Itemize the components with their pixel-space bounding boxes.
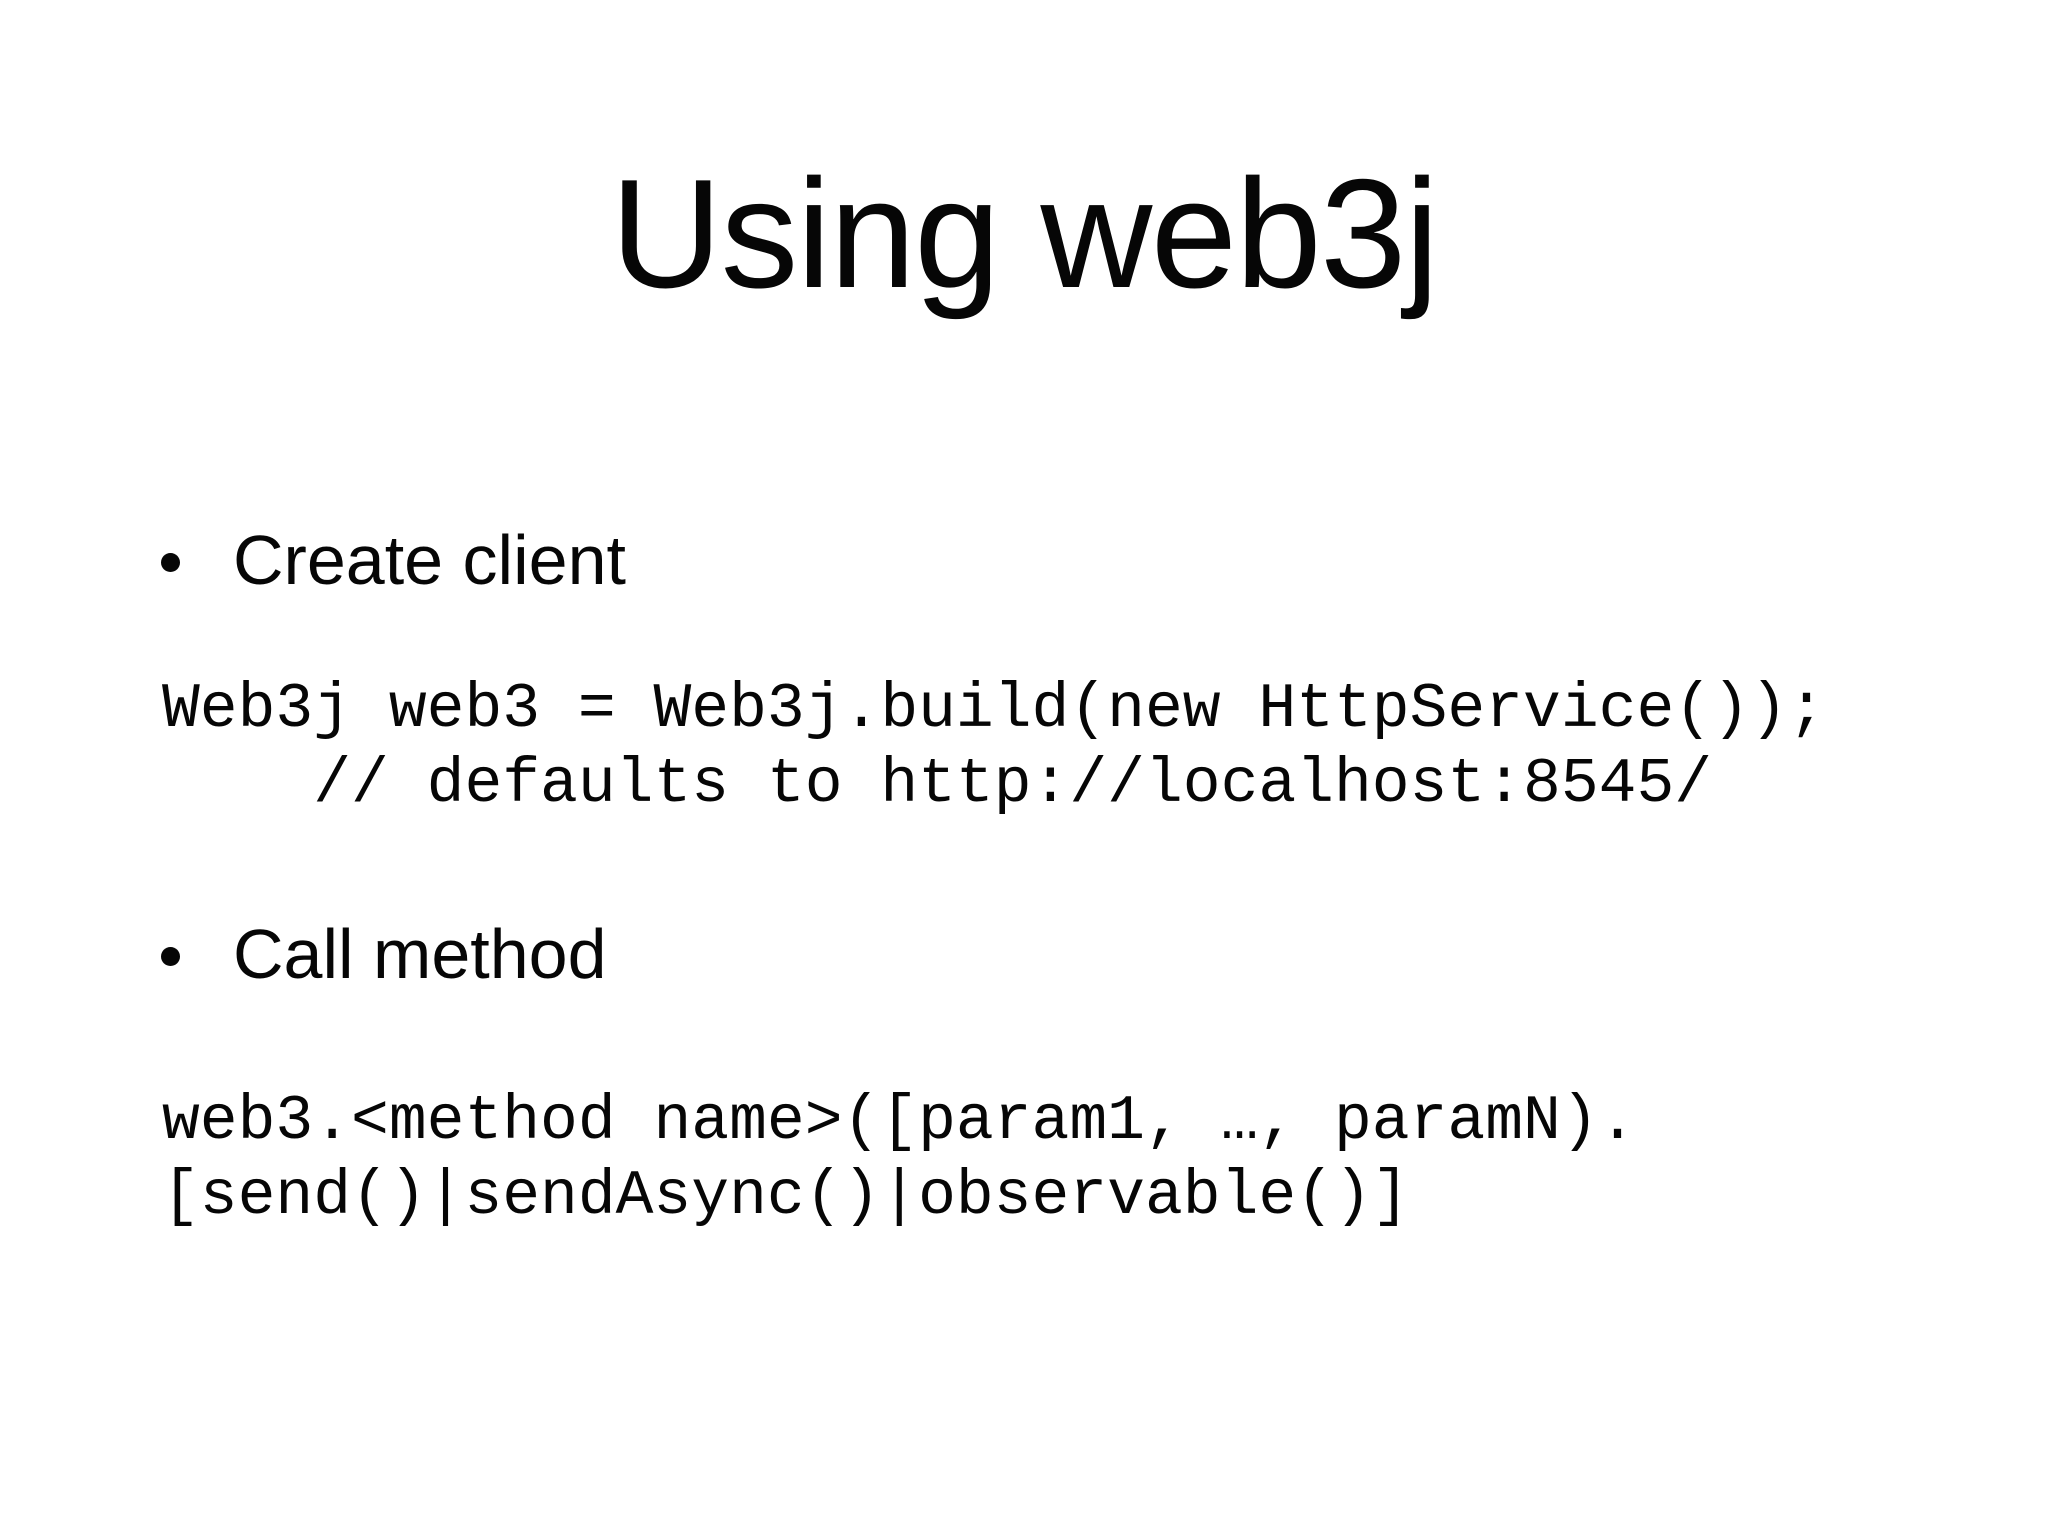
- bullet-item-create-client: Create client: [0, 522, 2048, 612]
- bullet-label: Call method: [233, 915, 607, 993]
- bullet-icon: [161, 553, 180, 572]
- code-line: Web3j web3 = Web3j.build(new HttpService…: [162, 674, 1826, 745]
- bullet-label: Create client: [233, 521, 626, 599]
- bullet-item-call-method: Call method: [0, 916, 2048, 1006]
- code-line: // defaults to http://localhost:8545/: [162, 749, 1713, 820]
- code-block-create-client: Web3j web3 = Web3j.build(new HttpService…: [162, 672, 1825, 822]
- bullet-icon: [161, 947, 180, 966]
- code-block-call-method: web3.<method name>([param1, …, paramN). …: [162, 1084, 1636, 1234]
- slide-title: Using web3j: [610, 147, 1439, 320]
- code-line: [send()|sendAsync()|observable()]: [162, 1161, 1410, 1232]
- code-line: web3.<method name>([param1, …, paramN).: [162, 1086, 1637, 1157]
